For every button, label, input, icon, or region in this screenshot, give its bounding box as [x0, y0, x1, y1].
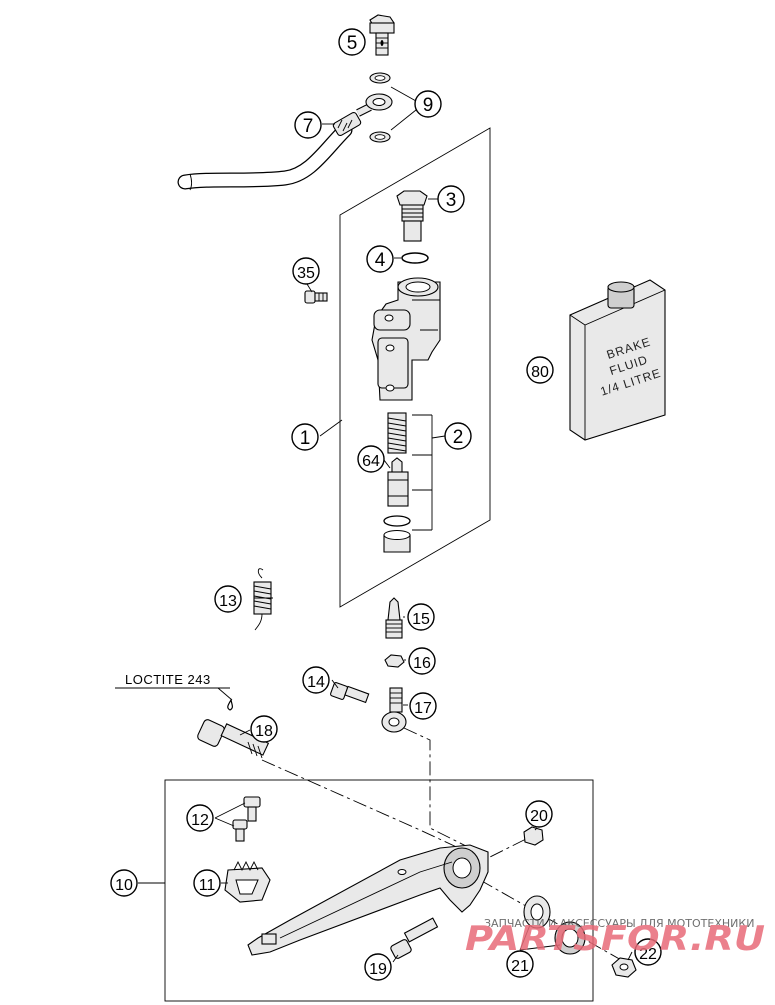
callout-16: 16 — [408, 647, 436, 675]
adjusting-screw-part — [330, 682, 370, 704]
watermark-brand: PARTSFOR.RU — [465, 919, 765, 959]
callout-14: 14 — [302, 666, 330, 694]
callout-19: 19 — [364, 953, 392, 981]
callout-15: 15 — [407, 603, 435, 631]
reservoir-cap-part — [396, 190, 428, 242]
callout-1: 1 — [291, 423, 319, 451]
callout-80-label: 80 — [531, 364, 549, 381]
callout-4: 4 — [366, 245, 394, 273]
callout-17: 17 — [409, 692, 437, 720]
callout-5: 5 — [338, 28, 366, 56]
callout-9: 9 — [414, 90, 442, 118]
callout-18: 18 — [250, 715, 278, 743]
callout-21: 21 — [506, 950, 534, 978]
bolt-12-part — [232, 796, 261, 842]
callout-12-label: 12 — [191, 812, 209, 829]
callout-22-label: 22 — [639, 946, 657, 963]
brake-pedal-group-frame — [164, 779, 594, 1002]
callout-19-label: 19 — [369, 961, 387, 978]
piston-part — [387, 457, 409, 507]
callout-7-label: 7 — [303, 116, 314, 137]
callout-80: 80 — [526, 356, 554, 384]
callout-2: 2 — [444, 422, 472, 450]
callout-10: 10 — [110, 869, 138, 897]
callout-1-label: 1 — [300, 428, 311, 449]
clevis-part — [381, 687, 407, 733]
brake-fluid-can-part: BRAKE FLUID 1/4 LITRE — [569, 279, 666, 441]
screw-35-part — [304, 290, 328, 304]
callout-5-label: 5 — [347, 33, 358, 54]
circlip-part — [383, 515, 411, 527]
brake-pedal-part — [247, 844, 489, 956]
push-rod-part — [385, 597, 403, 639]
callout-18-label: 18 — [255, 723, 273, 740]
bolt-19-part — [390, 917, 439, 959]
callout-13: 13 — [214, 585, 242, 613]
leader-lines — [138, 86, 633, 963]
watermark-subtitle: ЗАПЧАСТИ И АКСЕССУАРЫ ДЛЯ МОТОТЕХНИКИ — [484, 917, 754, 930]
callout-11: 11 — [193, 869, 221, 897]
callout-15-label: 15 — [412, 611, 430, 628]
callout-64: 64 — [357, 445, 385, 473]
callout-22: 22 — [634, 938, 662, 966]
callout-3: 3 — [437, 185, 465, 213]
loctite-label: LOCTITE 243 — [125, 672, 211, 687]
bearing-part — [523, 895, 586, 955]
o-ring-part — [401, 252, 429, 264]
return-spring-part — [253, 568, 272, 631]
callout-20-label: 20 — [530, 808, 548, 825]
callout-20: 20 — [525, 800, 553, 828]
callout-7: 7 — [294, 111, 322, 139]
callout-4-label: 4 — [375, 250, 386, 271]
callout-21-label: 21 — [511, 958, 529, 975]
callout-12: 12 — [186, 804, 214, 832]
loctite-drop-icon — [227, 698, 233, 711]
brake-hose-part — [177, 93, 393, 191]
callout-35: 35 — [292, 257, 320, 285]
dust-boot-part — [383, 530, 411, 553]
sealing-washer-part — [369, 72, 391, 143]
callout-64-label: 64 — [362, 453, 380, 470]
lock-nut-part — [384, 654, 405, 668]
callout-11-label: 11 — [199, 877, 216, 894]
callout-2-label: 2 — [453, 427, 464, 448]
callout-14-label: 14 — [307, 674, 325, 691]
callout-17-label: 17 — [414, 700, 432, 717]
pivot-bolt-part — [197, 719, 270, 759]
callout-10-label: 10 — [115, 877, 133, 894]
piston-spring-part — [387, 412, 407, 454]
callout-16-label: 16 — [413, 655, 431, 672]
callout-13-label: 13 — [219, 593, 237, 610]
axis-line-pivot — [479, 879, 631, 966]
axis-line-pedal — [261, 759, 464, 851]
nut-20-part — [523, 826, 544, 846]
banjo-bolt-part — [369, 14, 395, 56]
watermark: ЗАПЧАСТИ И АКСЕССУАРЫ ДЛЯ МОТОТЕХНИКИ PA… — [465, 917, 765, 959]
master-cylinder-body-part — [371, 277, 441, 401]
pedal-step-part — [224, 860, 271, 903]
callout-35-label: 35 — [297, 265, 315, 282]
callout-3-label: 3 — [446, 190, 457, 211]
callout-9-label: 9 — [423, 95, 434, 116]
master-cylinder-group-frame — [339, 127, 491, 608]
axis-line-clevis — [403, 727, 471, 849]
